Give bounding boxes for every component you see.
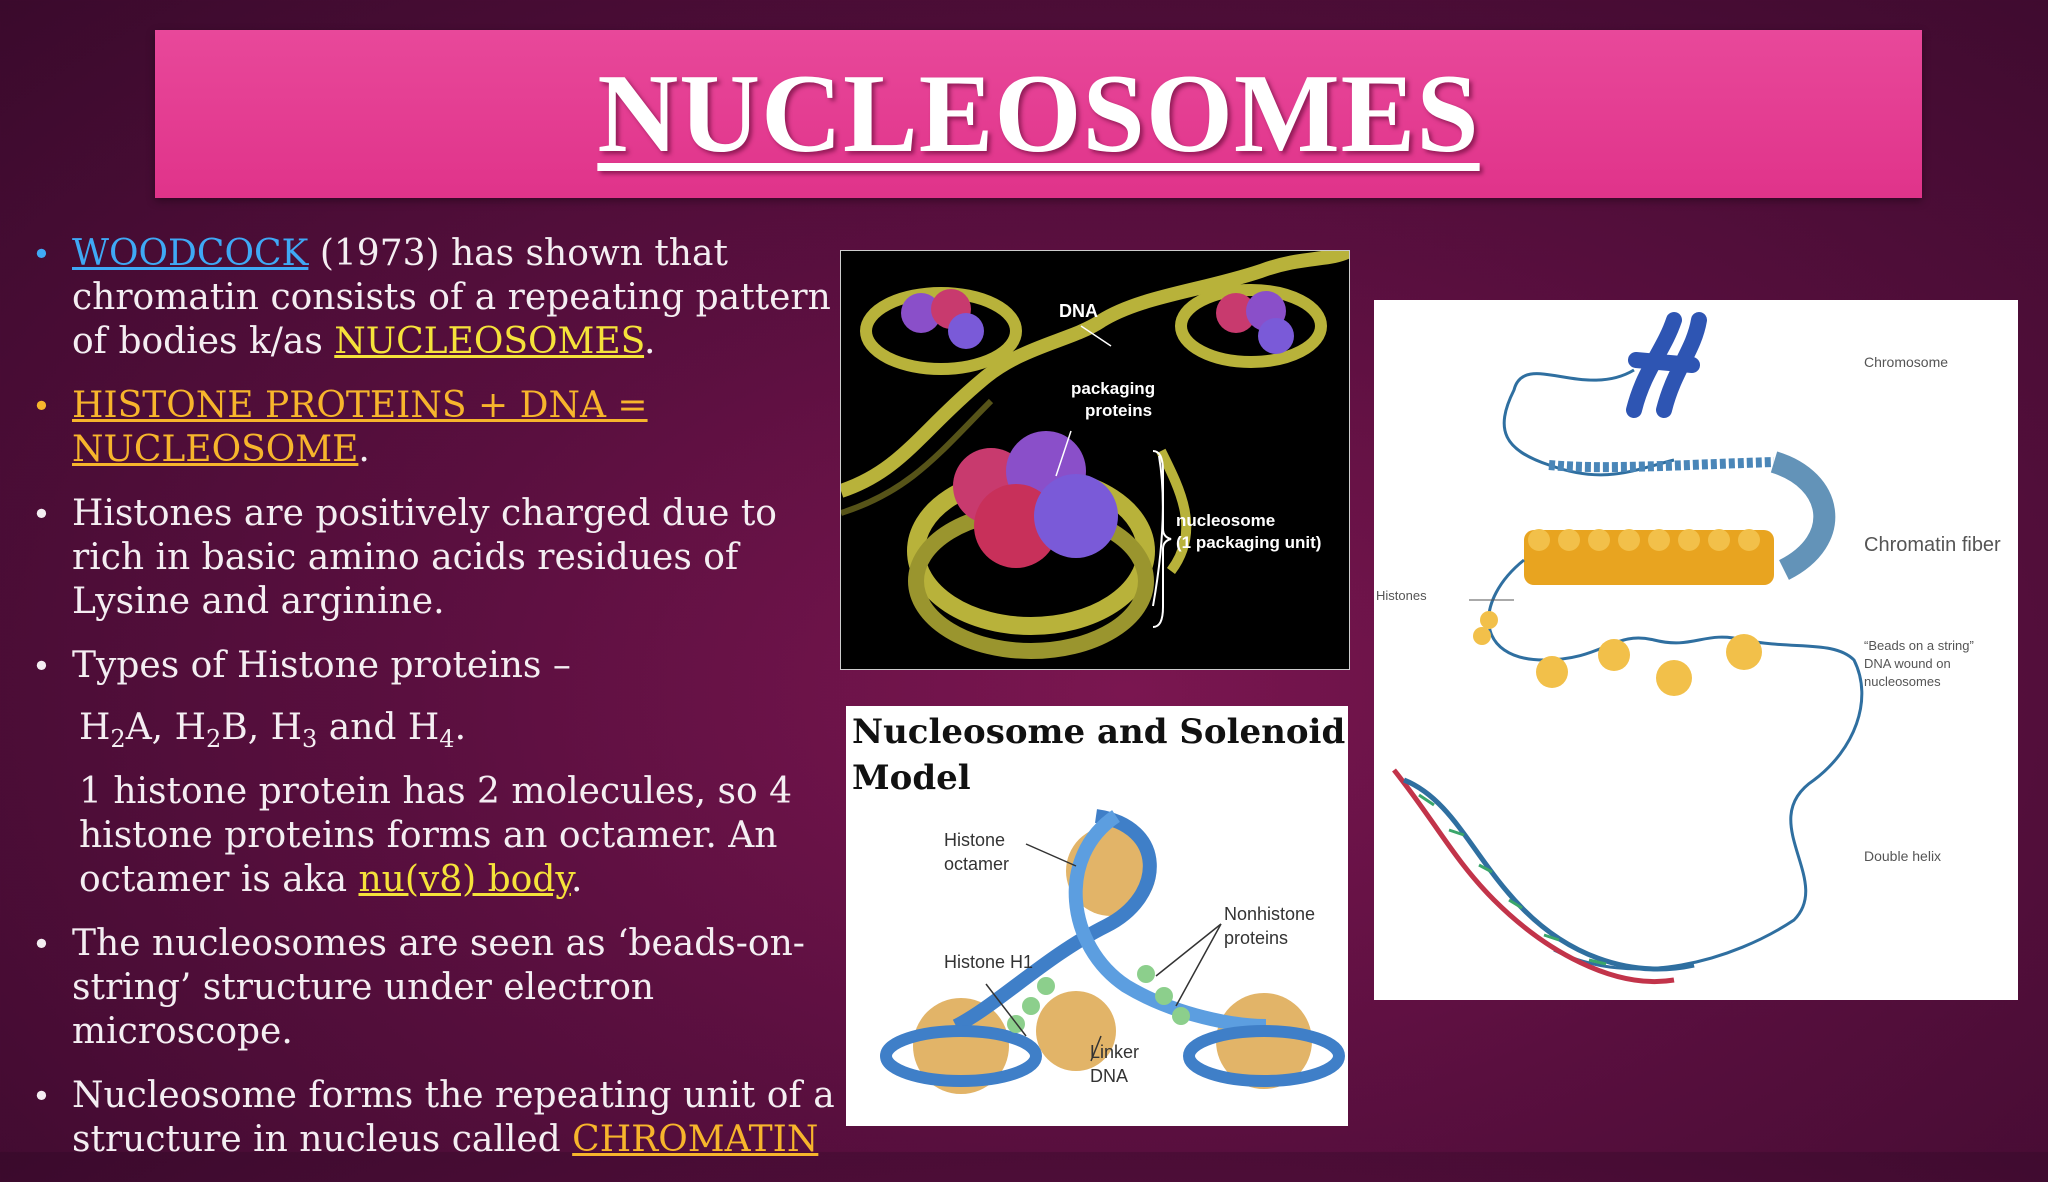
bullet-dot-icon: • [32, 647, 51, 685]
octamer-text: 1 histone protein has 2 molecules, so 4 … [79, 771, 793, 900]
fig1-unit-label: (1 packaging unit) [1176, 533, 1322, 552]
bullet-histone-equation: • HISTONE PROTEINS + DNA = NUCLEOSOME. [32, 385, 648, 470]
chromatin-illustration [1392, 312, 1864, 984]
fig1-dna-label: DNA [1059, 301, 1098, 321]
chromatin-hierarchy-figure: Chromosome Chromatin fiber Histones “Bea… [1374, 300, 2018, 1000]
fig1-proteins-label: proteins [1085, 401, 1153, 420]
bullet-dot-icon: • [32, 1077, 51, 1115]
woodcock-link[interactable]: WOODCOCK [72, 233, 309, 274]
bullet-woodcock: • WOODCOCK (1973) has shown that chromat… [32, 233, 831, 362]
fig2-title-model: Model [852, 758, 971, 798]
fig2-dna-label: DNA [1090, 1066, 1129, 1086]
fig1-packaging-label: packaging [1071, 379, 1156, 398]
nu-body-term: nu(v8) body [358, 859, 571, 900]
solenoid-illustration [880, 809, 1345, 1094]
fig3-beads-label: “Beads on a string” [1864, 638, 1974, 653]
fig2-proteins-label: proteins [1224, 928, 1289, 948]
fig2-histone-label: Histone [944, 830, 1006, 850]
bullet-dot-icon: • [32, 925, 51, 963]
solenoid-model-figure: Nucleosome and Solenoid Model Histone oc… [846, 706, 1348, 1126]
bullet-text: Histones are positively charged due to r… [72, 493, 777, 622]
fig3-fiber-label: Chromatin fiber [1864, 534, 2001, 556]
fig2-h1-label: Histone H1 [944, 952, 1034, 972]
bullet-dot-icon: • [32, 387, 51, 425]
fig2-linker-label: Linker [1090, 1042, 1140, 1062]
chromatin-term: CHROMATIN [572, 1119, 819, 1160]
nucleosome-3d-figure: DNA packaging proteins nucleosome (1 pac… [838, 244, 1353, 670]
nucleosomes-term: NUCLEOSOMES [334, 321, 645, 362]
histone-equation: HISTONE PROTEINS + DNA = NUCLEOSOME [72, 385, 648, 470]
fig3-nucleosomes-label: nucleosomes [1864, 674, 1941, 689]
bullet-text: (1973) has shown that chromatin consists… [72, 233, 831, 362]
bullet-list: • WOODCOCK (1973) has shown that chromat… [30, 232, 840, 1182]
bullet-text: Nucleosome forms the repeating unit of a… [72, 1075, 835, 1160]
fig3-helix-label: Double helix [1864, 848, 1942, 864]
fig3-histones-label: Histones [1376, 588, 1427, 603]
bullet-text: Types of Histone proteins – [72, 645, 571, 686]
fig3-chromosome-label: Chromosome [1864, 354, 1949, 370]
bullet-histone-types: • Types of Histone proteins – [30, 644, 840, 688]
fig2-octamer-label: octamer [944, 854, 1010, 874]
bullet-text: The nucleosomes are seen as ‘beads-on-st… [72, 923, 805, 1052]
nucleosome-3d-illustration [838, 244, 1353, 659]
fig1-nucleosome-label: nucleosome [1176, 511, 1276, 530]
bullet-histone-charge: • Histones are positively charged due to… [30, 492, 840, 624]
fig2-nonhistone-label: Nonhistone [1224, 904, 1316, 924]
slide-title: NUCLEOSOMES [597, 51, 1480, 176]
histone-types-list: H2A, H2B, H3 and H4. [79, 707, 467, 754]
bullet-chromatin: • Nucleosome forms the repeating unit of… [30, 1074, 840, 1162]
bullet-beads-on-string: • The nucleosomes are seen as ‘beads-on-… [30, 922, 840, 1054]
fig2-title: Nucleosome and Solenoid [852, 712, 1346, 752]
title-banner: NUCLEOSOMES [155, 30, 1922, 198]
bullet-dot-icon: • [32, 235, 51, 273]
fig3-wound-label: DNA wound on [1864, 656, 1951, 671]
bullet-dot-icon: • [32, 495, 51, 533]
